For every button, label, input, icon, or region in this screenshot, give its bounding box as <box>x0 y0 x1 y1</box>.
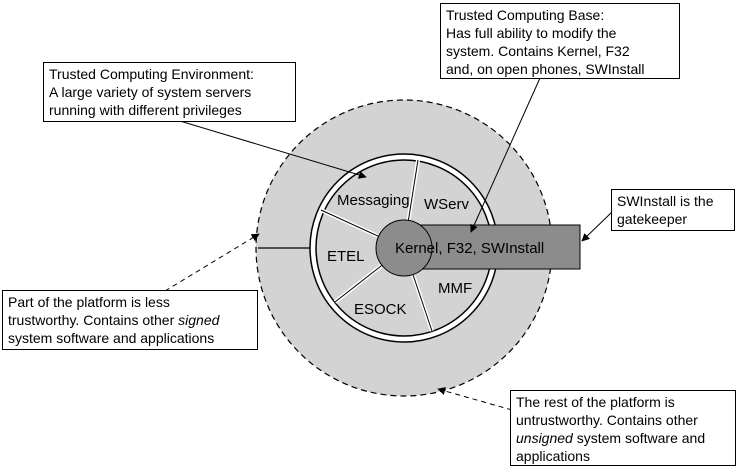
signed-line-1: Part of the platform is less <box>8 294 170 310</box>
segment-esock: ESOCK <box>354 301 407 318</box>
signed-italic: signed <box>178 312 220 328</box>
unsigned-line-4: applications <box>516 448 590 464</box>
arrow-tcb <box>470 77 541 233</box>
arrow-tce <box>179 120 367 179</box>
tcb-line-2: Has full ability to modify the <box>446 25 617 41</box>
tce-line-2: A large variety of system servers <box>49 84 252 100</box>
signed-line-2-text: trustworthy. Contains other <box>8 312 179 328</box>
segment-messaging: Messaging <box>337 192 410 209</box>
callout-gatekeeper: SWInstall is the gatekeeper <box>611 189 735 231</box>
arrow-unsigned <box>437 387 513 411</box>
signed-line-2: trustworthy. Contains other signed <box>8 311 252 329</box>
arrow-gatekeeper <box>581 211 613 242</box>
segment-wserv: WServ <box>424 196 470 213</box>
kernel-circle <box>375 219 433 277</box>
unsigned-line-3-text: system software and <box>572 430 706 446</box>
segment-etel: ETEL <box>327 248 365 265</box>
callout-tcb: Trusted Computing Base: Has full ability… <box>440 3 680 79</box>
kernel-label: Kernel, F32, SWInstall <box>395 240 544 257</box>
unsigned-line-2: untrustworthy. Contains other <box>516 412 698 428</box>
signed-line-3: system software and applications <box>8 330 215 346</box>
tcb-line-1: Trusted Computing Base: <box>446 7 605 23</box>
kernel-bar-cover <box>405 226 409 268</box>
arrow-signed <box>164 233 260 292</box>
tcb-line-4: and, on open phones, SWInstall <box>446 61 645 77</box>
callout-signed: Part of the platform is less trustworthy… <box>2 290 258 350</box>
tce-line-3: running with different privileges <box>49 102 242 118</box>
unsigned-italic: unsigned <box>516 430 573 446</box>
tce-line-1: Trusted Computing Environment: <box>49 66 254 82</box>
callout-unsigned: The rest of the platform is untrustworth… <box>510 390 736 466</box>
unsigned-line-1: The rest of the platform is <box>516 394 675 410</box>
unsigned-line-3: unsigned system software and <box>516 429 730 447</box>
segment-mmf: MMF <box>438 280 472 297</box>
tcb-line-3: system. Contains Kernel, F32 <box>446 43 630 59</box>
gatekeeper-line-1: SWInstall is the <box>617 193 714 209</box>
gatekeeper-line-2: gatekeeper <box>617 211 688 227</box>
callout-tce: Trusted Computing Environment: A large v… <box>43 62 296 122</box>
